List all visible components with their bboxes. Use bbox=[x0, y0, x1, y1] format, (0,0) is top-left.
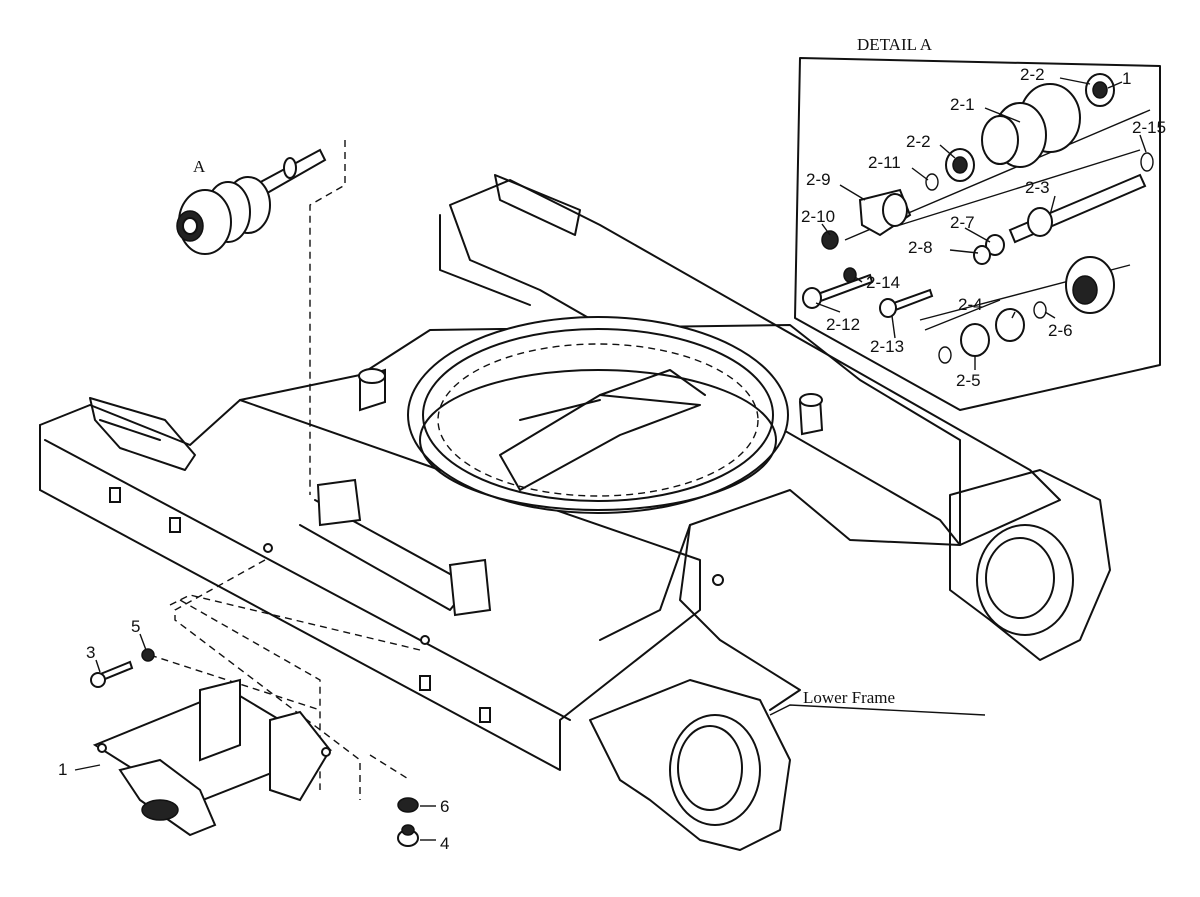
callout-5: 5 bbox=[131, 617, 140, 636]
callout-2-9: 2-9 bbox=[806, 170, 831, 189]
callout-2-7: 2-7 bbox=[950, 213, 975, 232]
detail-a-panel bbox=[794, 57, 1161, 411]
callout-2-2-top: 2-2 bbox=[1020, 65, 1045, 84]
lower-frame-label: Lower Frame bbox=[803, 688, 895, 707]
view-a-label: A bbox=[193, 157, 206, 176]
callout-2-10: 2-10 bbox=[801, 207, 835, 226]
callout-2-1: 2-1 bbox=[950, 95, 975, 114]
callout-2-13: 2-13 bbox=[870, 337, 904, 356]
callout-2-8: 2-8 bbox=[908, 238, 933, 257]
callout-2-11: 2-11 bbox=[868, 153, 901, 172]
callout-6: 6 bbox=[440, 797, 449, 816]
callout-1: 1 bbox=[58, 760, 67, 779]
callout-2-14: 2-14 bbox=[866, 273, 900, 292]
bracket-part-1 bbox=[92, 678, 333, 837]
detail-a-title: DETAIL A bbox=[857, 35, 933, 54]
hardware-bolts bbox=[90, 648, 419, 847]
callout-3: 3 bbox=[86, 643, 95, 662]
callout-2-6: 2-6 bbox=[1048, 321, 1073, 340]
callout-2-5: 2-5 bbox=[956, 371, 981, 390]
callout-detail-1: 1 bbox=[1122, 69, 1131, 88]
callout-leaders bbox=[74, 77, 1147, 841]
callout-4: 4 bbox=[440, 834, 449, 853]
lower-frame bbox=[39, 174, 1111, 851]
carrier-roller-view-a bbox=[176, 148, 327, 255]
callout-2-2-mid: 2-2 bbox=[906, 132, 931, 151]
callout-2-12: 2-12 bbox=[826, 315, 860, 334]
callout-2-3: 2-3 bbox=[1025, 178, 1050, 197]
callout-2-15: 2-15 bbox=[1132, 118, 1166, 137]
callout-2-4: 2-4 bbox=[958, 295, 983, 314]
